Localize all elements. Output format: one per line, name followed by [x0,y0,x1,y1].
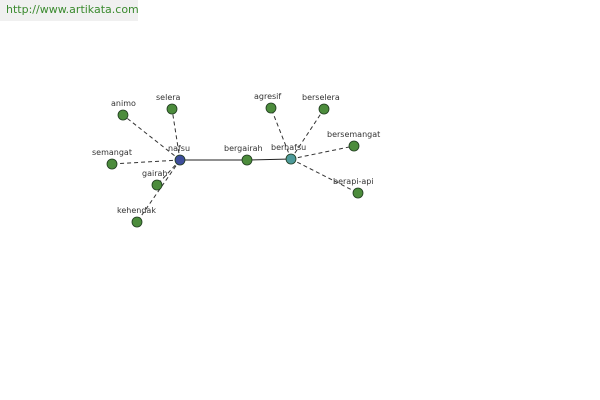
node-label-agresif: agresif [254,92,281,101]
node-label-gairah: gairah [142,169,167,178]
edges-layer [111,107,359,223]
node-bersemangat[interactable] [348,140,360,152]
node-selera[interactable] [166,103,178,115]
node-berselera[interactable] [318,103,330,115]
node-nafsu[interactable] [174,154,186,166]
edge-bernafsu-berapi-api [290,158,359,194]
node-label-animo: animo [111,99,136,108]
nodes-layer [106,102,364,228]
node-label-nafsu: nafsu [168,144,190,153]
edge-nafsu-semangat [111,159,181,165]
node-gairah[interactable] [151,179,163,191]
node-label-kehendak: kehendak [117,206,156,215]
node-berapi-api[interactable] [352,187,364,199]
edge-nafsu-gairah [156,159,181,186]
edge-bernafsu-berselera [290,108,325,160]
node-label-berapi-api: berapi-api [333,177,374,186]
node-kehendak[interactable] [131,216,143,228]
edge-nafsu-selera [171,108,181,161]
node-bernafsu[interactable] [285,153,297,165]
labels-layer: nafsu bernafsu bergairah animo selera semanga… [92,92,380,215]
edge-bergairah-bernafsu [246,158,292,161]
node-animo[interactable] [117,109,129,121]
node-semangat[interactable] [106,158,118,170]
edge-bernafsu-agresif [270,107,292,160]
node-label-bernafsu: bernafsu [271,143,306,152]
edge-bernafsu-bersemangat [290,145,355,160]
site-url-link[interactable]: http://www.artikata.com [6,3,139,16]
node-label-selera: selera [156,93,181,102]
edge-nafsu-kehendak [136,159,181,223]
url-banner: http://www.artikata.com [0,0,139,21]
node-label-bergairah: bergairah [224,144,263,153]
edge-nafsu-animo [122,114,181,161]
node-label-bersemangat: bersemangat [327,130,380,139]
node-label-semangat: semangat [92,148,132,157]
node-label-berselera: berselera [302,93,340,102]
node-bergairah[interactable] [241,154,253,166]
node-agresif[interactable] [265,102,277,114]
